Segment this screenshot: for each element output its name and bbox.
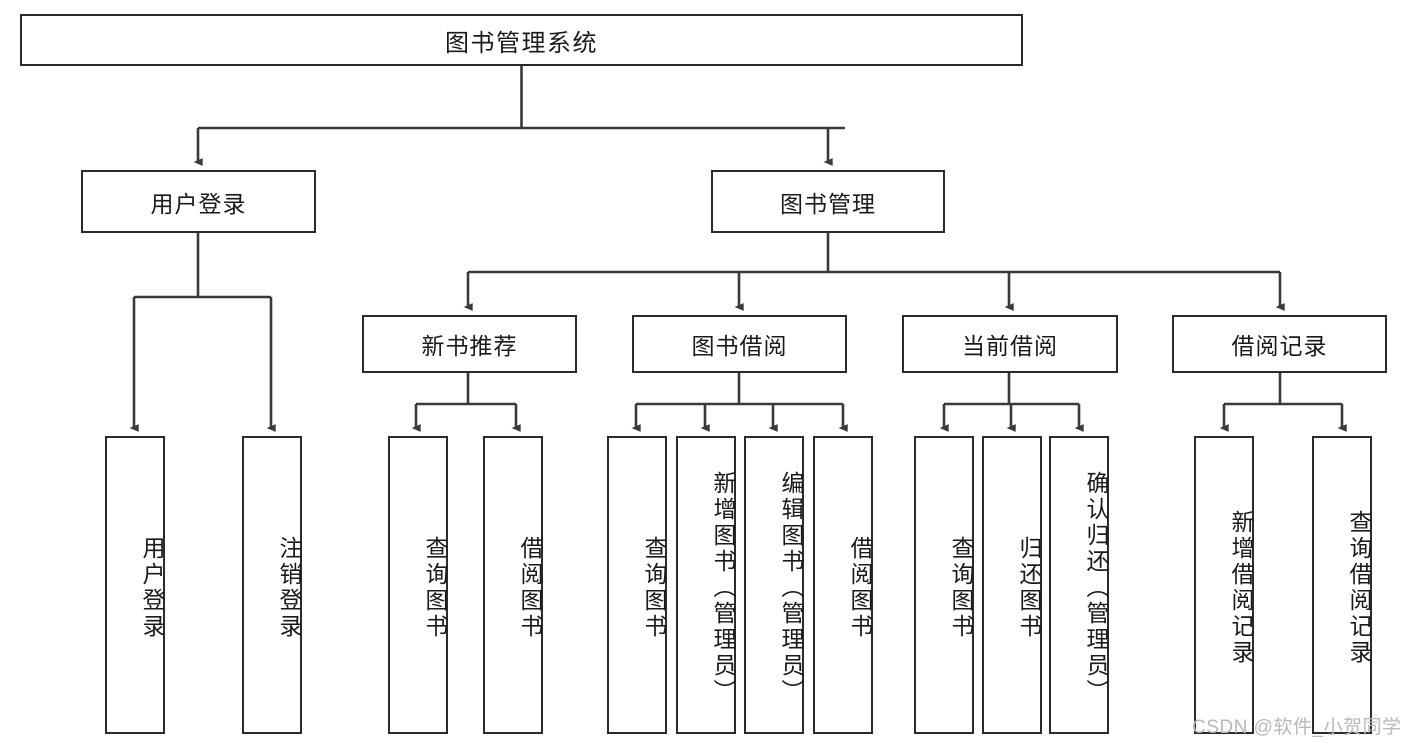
leaf-add-borrow-record[interactable]: 新增借阅记录	[1194, 436, 1254, 734]
leaf-logout-login[interactable]: 注销登录	[242, 436, 302, 734]
node-current-borrow[interactable]: 当前借阅	[902, 315, 1118, 373]
leaf-query-book-recommend[interactable]: 查询图书	[388, 436, 448, 734]
leaf-borrow-book-borrow[interactable]: 借阅图书	[813, 436, 873, 734]
node-label: 当前借阅	[962, 333, 1058, 359]
node-label: 借阅记录	[1231, 333, 1328, 359]
node-label: 借阅图书	[517, 536, 543, 640]
node-label: 查询借阅记录	[1346, 510, 1372, 666]
leaf-borrow-book-recommend[interactable]: 借阅图书	[483, 436, 543, 734]
node-label: 用户登录	[139, 536, 165, 640]
node-borrow-record[interactable]: 借阅记录	[1172, 315, 1387, 373]
node-label: 新书推荐	[421, 333, 518, 359]
node-book-borrow[interactable]: 图书借阅	[632, 315, 847, 373]
leaf-confirm-return-admin[interactable]: 确认归还（管理员）	[1049, 436, 1109, 734]
leaf-user-login[interactable]: 用户登录	[105, 436, 165, 734]
node-label: 编辑图书（管理员）	[778, 471, 804, 705]
leaf-query-book-borrow[interactable]: 查询图书	[607, 436, 667, 734]
node-book-manage[interactable]: 图书管理	[711, 170, 945, 233]
node-label: 图书管理系统	[445, 29, 598, 57]
leaf-query-borrow-record[interactable]: 查询借阅记录	[1312, 436, 1372, 734]
node-new-book-recommend[interactable]: 新书推荐	[362, 315, 577, 373]
node-label: 图书管理	[780, 190, 876, 217]
leaf-edit-book-admin[interactable]: 编辑图书（管理员）	[744, 436, 804, 734]
node-label: 新增借阅记录	[1228, 510, 1254, 666]
leaf-query-book-current[interactable]: 查询图书	[914, 436, 974, 734]
node-label: 归还图书	[1016, 536, 1042, 640]
node-label: 查询图书	[641, 536, 667, 640]
leaf-add-book-admin[interactable]: 新增图书（管理员）	[676, 436, 736, 734]
leaf-return-book[interactable]: 归还图书	[982, 436, 1042, 734]
node-label: 借阅图书	[847, 536, 873, 640]
node-label: 新增图书（管理员）	[710, 471, 736, 705]
node-label: 确认归还（管理员）	[1083, 471, 1109, 705]
node-label: 查询图书	[422, 536, 448, 640]
node-label: 用户登录	[150, 190, 247, 217]
node-user-login[interactable]: 用户登录	[81, 170, 316, 233]
node-label: 图书借阅	[691, 333, 788, 359]
node-label: 注销登录	[276, 536, 302, 640]
watermark-credit: CSDN @软件_小贺同学	[1192, 717, 1402, 738]
node-root-system[interactable]: 图书管理系统	[20, 14, 1023, 66]
node-label: 查询图书	[948, 536, 974, 640]
